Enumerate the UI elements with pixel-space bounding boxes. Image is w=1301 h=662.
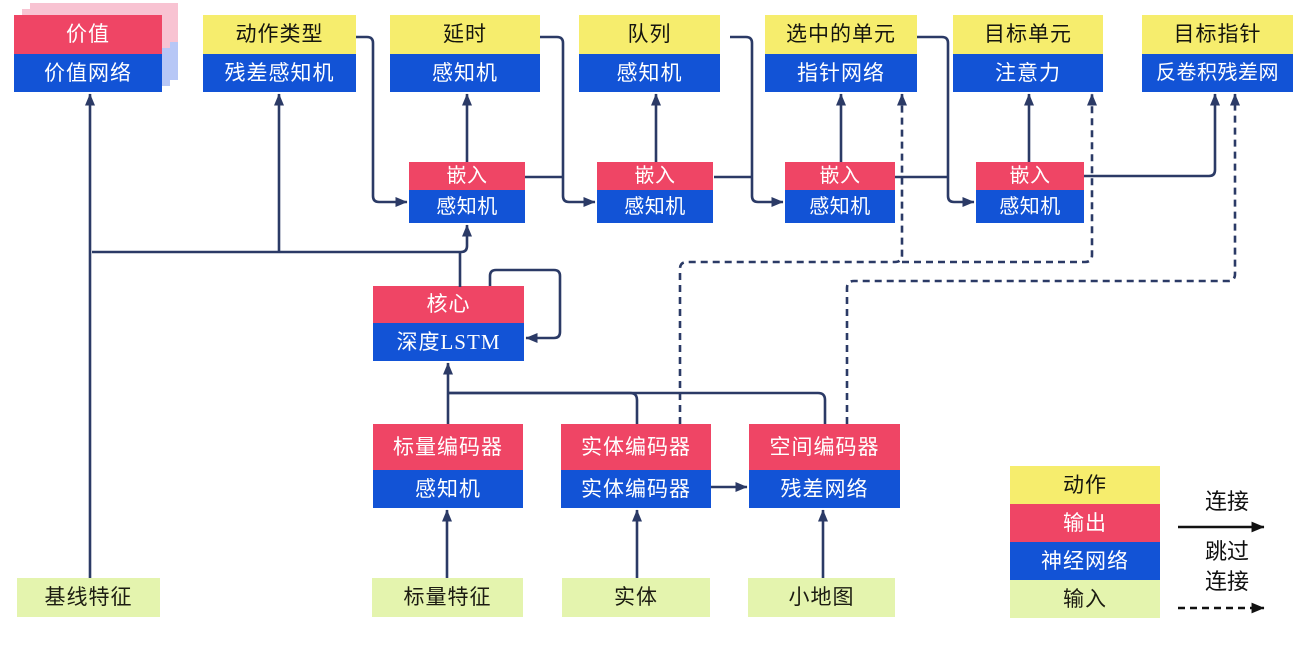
legend-skip-label-line1: 跳过 [1204,539,1249,564]
legend-action-swatch: 动作 [1010,466,1160,504]
mlp-label: 感知机 [373,470,523,508]
edge-spatial-encoder-to-lstm [448,391,827,424]
node-queue-head: 队列 感知机 [579,15,720,92]
mlp-label: 感知机 [597,190,713,223]
node-selected-units-head: 选中的单元 指针网络 [765,15,917,92]
legend-connection-label: 连接 [1204,489,1249,514]
edge-entity-encoder-to-lstm [448,391,639,424]
entity-encoder-network-label: 实体编码器 [561,470,711,508]
value-output-label: 价值 [14,15,162,54]
input-minimap: 小地图 [748,578,895,617]
selected-units-label: 选中的单元 [765,15,917,54]
target-unit-label: 目标单元 [953,15,1103,54]
node-embed-4: 嵌入 感知机 [976,162,1084,223]
embed-label: 嵌入 [409,162,525,190]
attention-label: 注意力 [953,54,1103,92]
node-embed-2: 嵌入 感知机 [597,162,713,223]
residual-mlp-label: 残差感知机 [203,54,356,92]
scalar-encoder-label: 标量编码器 [373,424,523,470]
edge-embed4-to-deconv-resnet [1084,93,1220,178]
node-core: 核心 深度LSTM [373,286,524,361]
deconv-resnet-label: 反卷积残差网 [1142,54,1293,92]
legend-output-swatch: 输出 [1010,504,1160,542]
input-entities: 实体 [562,578,710,617]
entity-encoder-label: 实体编码器 [561,424,711,470]
spatial-encoder-label: 空间编码器 [749,424,900,470]
node-entity-encoder: 实体编码器 实体编码器 [561,424,711,508]
core-label: 核心 [373,286,524,323]
input-scalar-features: 标量特征 [372,578,523,617]
resnet-label: 残差网络 [749,470,900,508]
queue-label: 队列 [579,15,720,54]
node-embed-1: 嵌入 感知机 [409,162,525,223]
deep-lstm-label: 深度LSTM [373,323,524,361]
node-spatial-encoder: 空间编码器 残差网络 [749,424,900,508]
baseline-features-label: 基线特征 [17,578,160,617]
skip-spatial-encoder-to-deconv-resnet [845,93,1240,424]
legend-input-swatch: 输入 [1010,580,1160,618]
legend-skip-label-line2: 连接 [1204,569,1249,594]
mlp-label: 感知机 [976,190,1084,223]
legend-network-swatch: 神经网络 [1010,542,1160,580]
input-baseline-features: 基线特征 [17,578,160,617]
node-scalar-encoder: 标量编码器 感知机 [373,424,523,508]
embed-label: 嵌入 [785,162,895,190]
mlp-label: 感知机 [409,190,525,223]
delay-label: 延时 [390,15,540,54]
embed-label: 嵌入 [976,162,1084,190]
mlp-label: 感知机 [785,190,895,223]
node-delay-head: 延时 感知机 [390,15,540,92]
node-action-type-head: 动作类型 残差感知机 [203,15,356,92]
edge-core-to-value-and-embed1 [92,224,472,254]
skip-entity-encoder-to-pointer-network [678,93,907,424]
pointer-network-label: 指针网络 [765,54,917,92]
node-target-unit-head: 目标单元 注意力 [953,15,1103,92]
entities-label: 实体 [562,578,710,617]
node-value-head: 价值 价值网络 [14,15,162,92]
mlp-label: 感知机 [579,54,720,92]
scalar-features-label: 标量特征 [372,578,523,617]
value-network-label: 价值网络 [14,54,162,92]
legend-color-key: 动作 输出 神经网络 输入 [1010,466,1160,618]
node-target-point-head: 目标指针 反卷积残差网 [1142,15,1293,92]
minimap-label: 小地图 [748,578,895,617]
target-point-label: 目标指针 [1142,15,1293,54]
embed-label: 嵌入 [597,162,713,190]
mlp-label: 感知机 [390,54,540,92]
action-type-label: 动作类型 [203,15,356,54]
node-embed-3: 嵌入 感知机 [785,162,895,223]
